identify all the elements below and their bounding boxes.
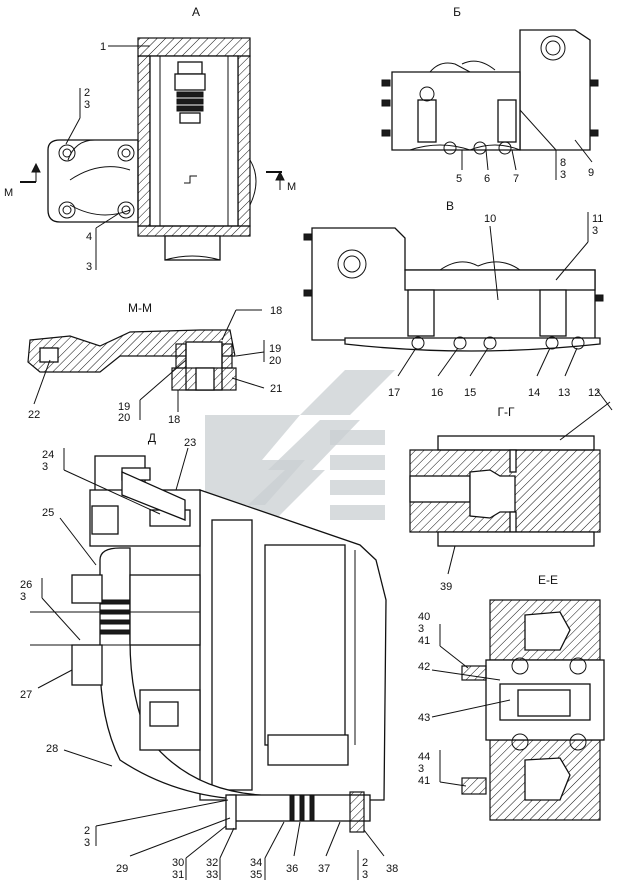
callout-36: 36 — [286, 863, 298, 875]
view-v-title: В — [446, 199, 454, 213]
callout-12: 12 — [588, 387, 600, 399]
callout-19: 19 — [269, 343, 281, 355]
callout-3h: 3 — [20, 591, 26, 603]
callout-34: 34 — [250, 857, 262, 869]
callout-3j: 3 — [362, 869, 368, 881]
callout-35: 35 — [250, 869, 262, 881]
callout-19b: 19 — [118, 401, 130, 413]
callout-22: 22 — [28, 409, 40, 421]
callout-32: 32 — [206, 857, 218, 869]
callout-2: 2 — [84, 87, 90, 99]
callout-18: 18 — [270, 305, 282, 317]
view-ee: Е-Е 40 3 41 42 43 44 3 41 — [418, 573, 605, 821]
callout-3f: 3 — [418, 763, 424, 775]
callout-18b: 18 — [168, 414, 180, 426]
view-a: А 1 2 3 — [4, 5, 296, 273]
watermark-logo — [205, 370, 395, 520]
callout-11: 11 — [592, 213, 603, 225]
callout-21: 21 — [270, 383, 282, 395]
section-mark-m-left: М — [4, 187, 13, 199]
callout-20: 20 — [269, 355, 281, 367]
callout-43: 43 — [418, 712, 430, 724]
callout-5: 5 — [456, 173, 462, 185]
callout-25: 25 — [42, 507, 54, 519]
callout-16: 16 — [431, 387, 443, 399]
callout-3d: 3 — [592, 225, 598, 237]
callout-3e: 3 — [418, 623, 424, 635]
view-mm: М-М 18 19 20 21 22 19 20 18 — [27, 301, 282, 426]
callout-2c: 2 — [362, 857, 368, 869]
callout-26: 26 — [20, 579, 32, 591]
callout-17: 17 — [388, 387, 400, 399]
callout-6: 6 — [484, 173, 490, 185]
callout-41: 41 — [418, 635, 430, 647]
callout-9: 9 — [588, 167, 594, 179]
view-v: В 10 11 3 17 16 15 14 13 12 — [303, 199, 613, 411]
callout-7: 7 — [513, 173, 519, 185]
callout-24: 24 — [42, 449, 54, 461]
view-d: Д 23 — [20, 431, 398, 881]
callout-2b: 2 — [84, 825, 90, 837]
callout-39: 39 — [440, 581, 452, 593]
callout-14: 14 — [528, 387, 540, 399]
callout-41b: 41 — [418, 775, 430, 787]
callout-33: 33 — [206, 869, 218, 881]
callout-44: 44 — [418, 751, 430, 763]
section-mark-m-right: М — [287, 181, 296, 193]
callout-20b: 20 — [118, 412, 130, 424]
callout-40: 40 — [418, 611, 430, 623]
view-b: Б 5 6 7 8 3 9 — [381, 5, 599, 185]
callout-13: 13 — [558, 387, 570, 399]
callout-31: 31 — [172, 869, 184, 881]
callout-27: 27 — [20, 689, 32, 701]
callout-4: 4 — [86, 231, 92, 243]
callout-3c: 3 — [560, 169, 566, 181]
callout-15: 15 — [464, 387, 476, 399]
view-ee-title: Е-Е — [538, 573, 558, 587]
callout-1: 1 — [100, 41, 106, 53]
view-d-title: Д — [148, 431, 156, 445]
view-gg: Г-Г 39 — [409, 401, 611, 593]
callout-30: 30 — [172, 857, 184, 869]
callout-3b: 3 — [86, 261, 92, 273]
callout-37: 37 — [318, 863, 330, 875]
callout-23: 23 — [184, 437, 196, 449]
callout-38: 38 — [386, 863, 398, 875]
callout-3g: 3 — [42, 461, 48, 473]
view-mm-title: М-М — [128, 301, 152, 315]
view-a-flange — [47, 139, 139, 223]
view-gg-title: Г-Г — [498, 405, 515, 419]
callout-3: 3 — [84, 99, 90, 111]
callout-8: 8 — [560, 157, 566, 169]
view-b-title: Б — [453, 5, 461, 19]
callout-10: 10 — [484, 213, 496, 225]
callout-3i: 3 — [84, 837, 90, 849]
callout-42: 42 — [418, 661, 430, 673]
view-a-title: А — [192, 5, 200, 19]
callout-29: 29 — [116, 863, 128, 875]
callout-28: 28 — [46, 743, 58, 755]
